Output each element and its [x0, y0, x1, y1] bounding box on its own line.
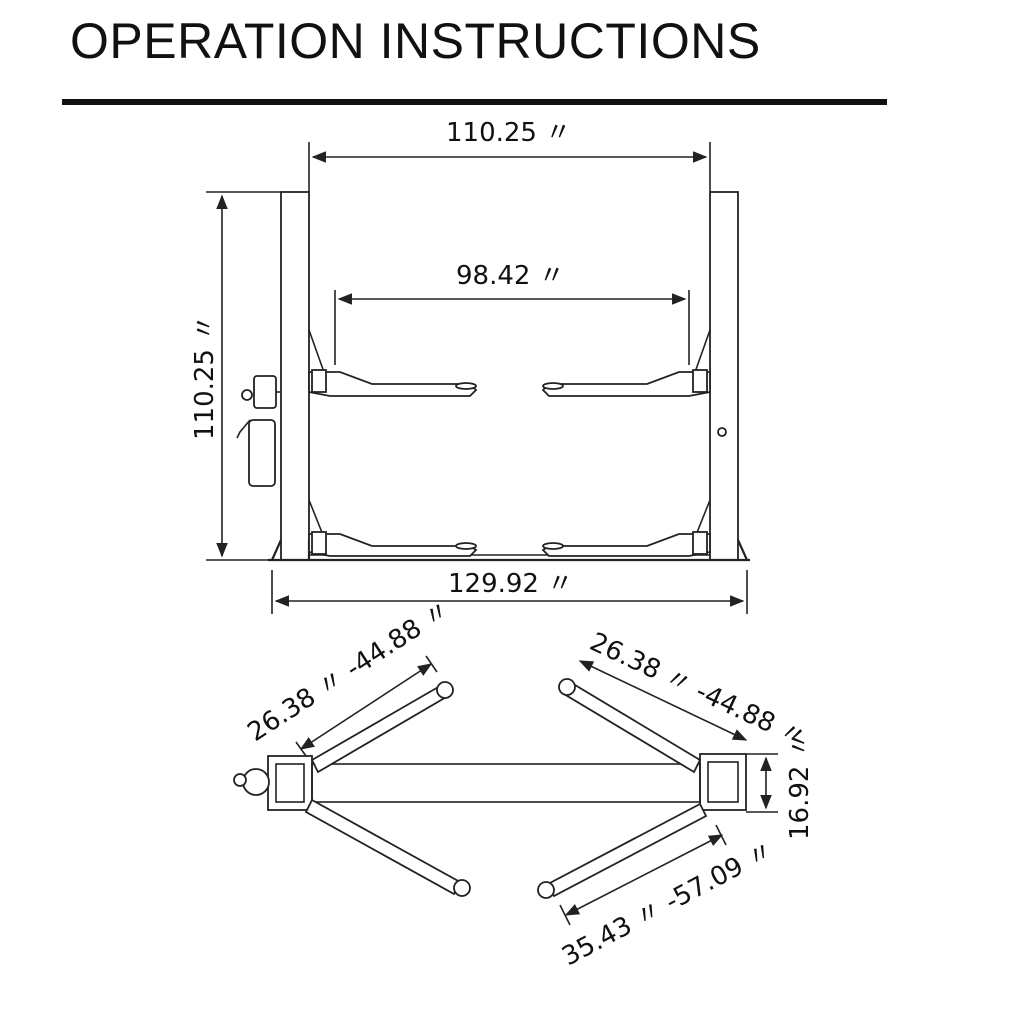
right-column-body: [707, 761, 739, 803]
left-front-arm-dimension-line: [299, 663, 433, 750]
left-column-body: [275, 763, 305, 803]
overall-height-label: 110.25 〃: [190, 315, 220, 440]
right-carriage: [693, 329, 711, 541]
left-rear-arm: [304, 798, 471, 897]
page-title: OPERATION INSTRUCTIONS: [70, 13, 761, 69]
right-front-arm-dimension-line: [578, 660, 748, 741]
lower-left-arm: [308, 531, 478, 557]
column-depth-label: 16.92 〃: [785, 731, 815, 840]
title-underline: [62, 99, 887, 105]
left-column: [280, 191, 310, 561]
power-unit: [236, 375, 281, 487]
column-hole: [717, 427, 727, 437]
upper-right-arm: [541, 369, 711, 397]
rear-arm-dimension-line: [564, 834, 724, 916]
left-carriage: [308, 329, 326, 541]
left-front-arm-label: 26.38 〃 -44.88 〃: [242, 595, 455, 748]
top-view: 26.38 〃 -44.88 〃 26.38 〃 -44.88 〃 35.43 …: [233, 595, 815, 972]
right-base-plate: [736, 539, 749, 561]
lower-right-arm: [541, 531, 711, 557]
power-unit-top: [242, 768, 270, 796]
upper-left-arm: [308, 369, 478, 397]
right-front-arm-label: 26.38 〃 -44.88 〃: [585, 627, 811, 754]
base-width-label: 129.92 〃: [448, 569, 573, 599]
rear-arm-label: 35.43 〃 -57.09 〃: [557, 835, 779, 972]
arm-span-label: 98.42 〃: [456, 261, 565, 291]
right-column: [709, 191, 739, 561]
inner-width-label: 110.25 〃: [446, 118, 571, 148]
floor-plate-top: [311, 763, 701, 803]
front-view: 110.25 〃 110.25 〃 98.42 〃 129.92 〃: [190, 118, 750, 614]
